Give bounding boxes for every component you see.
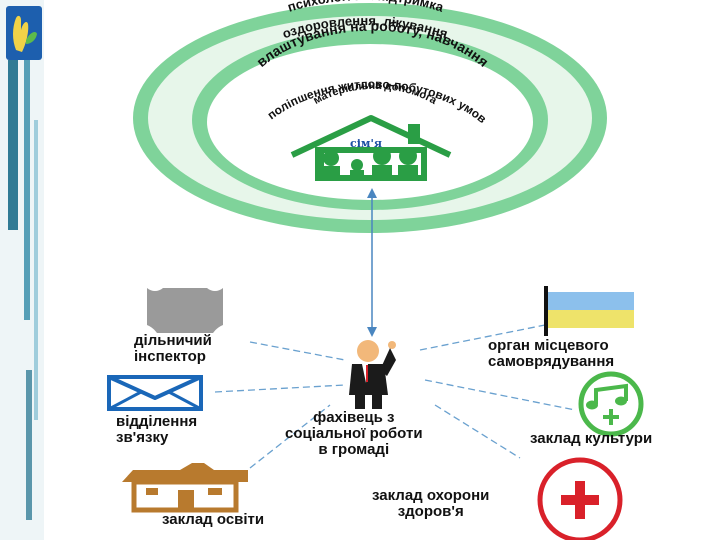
hand-leaf-logo xyxy=(6,6,42,60)
health-label: заклад охорони здоров'я xyxy=(372,488,489,520)
post-label-line2: зв'язку xyxy=(116,429,169,446)
post-label: відділення зв'язку xyxy=(116,414,197,446)
connector-education xyxy=(249,404,331,469)
local-gov-label: орган місцевого самоврядування xyxy=(488,338,614,370)
red-cross-icon xyxy=(537,457,623,543)
family-label: сім'я xyxy=(350,137,382,150)
worker-label: фахівець з соціальної роботи в громаді xyxy=(285,410,423,458)
connector-inspector xyxy=(249,341,346,361)
culture-label-line1: заклад культури xyxy=(530,430,653,447)
education-label: заклад освіти xyxy=(162,512,264,528)
inspector-label-line1: дільничий xyxy=(134,332,212,349)
worker-label-line3: в громаді xyxy=(318,441,390,458)
businessman-icon xyxy=(349,340,396,409)
badge-shield-icon xyxy=(147,288,223,333)
inspector-label-line2: інспектор xyxy=(134,348,206,365)
health-label-line2: здоров'я xyxy=(397,503,464,520)
local-gov-label-line1: орган місцевого xyxy=(488,337,609,354)
music-note-icon xyxy=(578,371,644,437)
worker-label-line1: фахівець з xyxy=(313,409,395,426)
worker-label-line2: соціальної роботи xyxy=(285,425,423,442)
health-label-line1: заклад охорони xyxy=(372,487,490,504)
connector-culture xyxy=(424,379,576,411)
house-family-icon xyxy=(290,115,452,181)
connector-post xyxy=(214,384,346,393)
dashed-connectors xyxy=(214,324,576,469)
connector-health xyxy=(434,404,521,459)
ukrainian-flag-icon xyxy=(544,286,634,336)
side-decoration xyxy=(0,0,44,540)
school-building-icon xyxy=(122,463,248,513)
envelope-icon xyxy=(107,375,203,411)
inspector-label: дільничий інспектор xyxy=(134,333,212,365)
education-label-line1: заклад освіти xyxy=(162,511,265,528)
culture-label: заклад культури xyxy=(530,431,652,447)
post-label-line1: відділення xyxy=(116,413,198,430)
local-gov-label-line2: самоврядування xyxy=(488,353,615,370)
connector-arrow xyxy=(367,188,377,337)
